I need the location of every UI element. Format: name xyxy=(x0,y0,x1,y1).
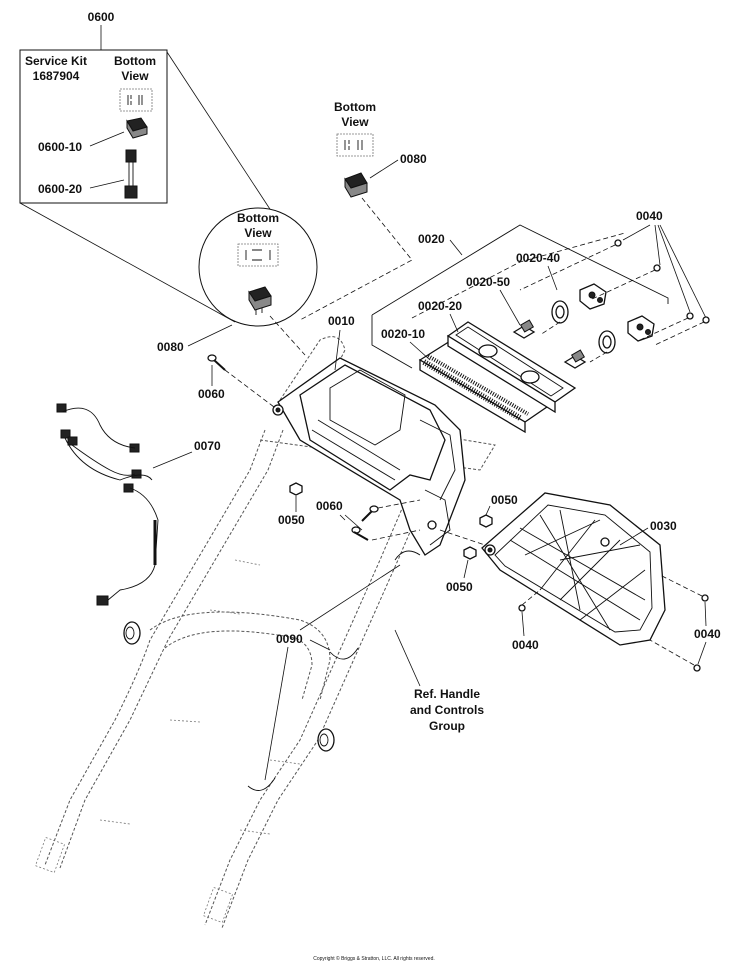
light-cover xyxy=(481,492,666,646)
lamp-socket-icon xyxy=(579,283,607,310)
pin-icon xyxy=(207,354,226,371)
callout-0080-top: 0080 xyxy=(400,152,427,166)
led-light-icon xyxy=(512,319,536,339)
washer-icon xyxy=(551,300,569,324)
switch-bottom-view-icon xyxy=(336,133,374,157)
led-light-icon xyxy=(563,349,587,369)
switch-bottom-view-label: Bottom xyxy=(334,100,376,114)
callout-0040-bottom-right: 0040 xyxy=(694,627,721,641)
service-kit-number: 1687904 xyxy=(33,69,80,83)
screw-icon xyxy=(686,312,694,320)
service-kit-callout: 0600 xyxy=(88,10,115,24)
reference-note-line1: Ref. Handle xyxy=(414,687,480,701)
callout-0020: 0020 xyxy=(418,232,445,246)
callout-0050-mid: 0050 xyxy=(491,493,518,507)
wire-jumper-icon xyxy=(124,149,138,199)
kit-item-0600-20: 0600-20 xyxy=(38,182,82,196)
clip-icon xyxy=(329,647,359,660)
circle-bottom-view-label-2: View xyxy=(244,226,272,240)
headlight-housing xyxy=(272,357,466,556)
callout-0050-right: 0050 xyxy=(446,580,473,594)
callout-0040-bottom-left: 0040 xyxy=(512,638,539,652)
rocker-switch-icon xyxy=(126,117,148,139)
reference-note-line3: Group xyxy=(429,719,465,733)
callout-0080-left: 0080 xyxy=(157,340,184,354)
callout-0030: 0030 xyxy=(650,519,677,533)
screw-icon xyxy=(653,264,661,272)
service-kit-bottom-view-label-2: View xyxy=(121,69,149,83)
nut-icon xyxy=(463,546,477,560)
wire-harness xyxy=(56,403,159,606)
kit-item-0600-10: 0600-10 xyxy=(38,140,82,154)
rocker-switch-icon xyxy=(248,286,272,315)
callout-0010: 0010 xyxy=(328,314,355,328)
handle-knob-icon xyxy=(123,621,141,645)
screw-icon xyxy=(702,316,710,324)
circle-bottom-view-label: Bottom xyxy=(237,211,279,225)
service-kit-title: Service Kit xyxy=(25,54,87,68)
callout-0050-left: 0050 xyxy=(278,513,305,527)
filter-frame xyxy=(446,321,577,414)
washer-icon xyxy=(598,330,616,354)
nut-icon xyxy=(479,514,493,528)
kit-bottom-view-icon xyxy=(119,88,153,112)
screw-icon xyxy=(614,239,622,247)
copyright-notice: Copyright © Briggs & Stratton, LLC. All … xyxy=(313,955,435,962)
callout-0020-40: 0020-40 xyxy=(516,251,560,265)
callout-0060-top: 0060 xyxy=(198,387,225,401)
rocker-switch-icon xyxy=(344,172,368,198)
callout-0070: 0070 xyxy=(194,439,221,453)
callout-0040-top: 0040 xyxy=(636,209,663,223)
screw-icon xyxy=(518,604,526,612)
callout-0020-20: 0020-20 xyxy=(418,299,462,313)
pin-icon xyxy=(351,526,369,541)
circle-bottom-view-icon xyxy=(237,243,279,267)
nut-icon xyxy=(289,482,303,496)
service-kit-bottom-view-label: Bottom xyxy=(114,54,156,68)
switch-bottom-view-label-2: View xyxy=(341,115,369,129)
handle-knob-icon xyxy=(317,728,335,752)
callout-0060-mid: 0060 xyxy=(316,499,343,513)
pin-icon xyxy=(361,505,379,522)
clip-icon xyxy=(394,550,421,561)
clip-icon xyxy=(247,777,276,791)
filter-element xyxy=(418,337,562,434)
lamp-socket-icon xyxy=(627,315,655,342)
screw-icon xyxy=(701,594,709,602)
reference-note-line2: and Controls xyxy=(410,703,484,717)
callout-0020-50: 0020-50 xyxy=(466,275,510,289)
callout-0020-10: 0020-10 xyxy=(381,327,425,341)
service-kit-box: 0600 Service Kit 1687904 Bottom View 060… xyxy=(19,10,168,204)
callout-0090: 0090 xyxy=(276,632,303,646)
screw-icon xyxy=(693,664,701,672)
magnified-switch-view: Bottom View xyxy=(198,207,318,327)
